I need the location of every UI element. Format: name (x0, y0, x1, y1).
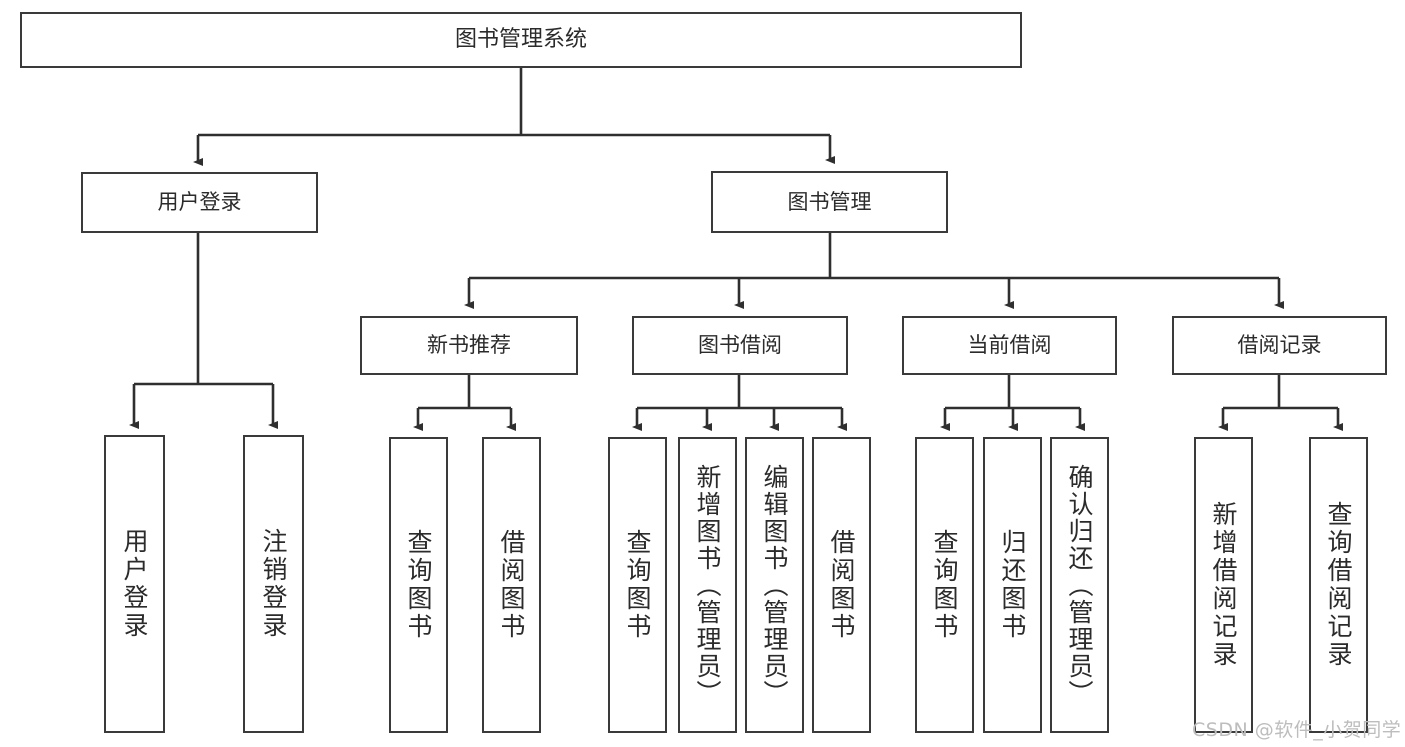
leaf-user-login[interactable]: 用户登录 (104, 435, 165, 733)
node-book-management[interactable]: 图书管理 (711, 171, 948, 233)
leaf-confirm-return-admin[interactable]: 确认归还（管理员） (1050, 437, 1109, 733)
watermark-text: CSDN @软件_小贺同学 (1192, 719, 1402, 741)
node-user-login[interactable]: 用户登录 (81, 172, 318, 233)
leaf-add-borrow-record[interactable]: 新增借阅记录 (1194, 437, 1253, 733)
node-label: 借阅图书 (497, 529, 526, 641)
leaf-borrow-book-recommendation[interactable]: 借阅图书 (482, 437, 541, 733)
node-label: 当前借阅 (967, 333, 1052, 358)
node-new-book-recommendation[interactable]: 新书推荐 (360, 316, 578, 375)
node-label: 查询图书 (404, 529, 433, 641)
node-label: 归还图书 (998, 529, 1027, 641)
node-label: 查询图书 (623, 529, 652, 641)
node-borrow-records[interactable]: 借阅记录 (1172, 316, 1387, 375)
node-label: 编辑图书（管理员） (760, 463, 789, 707)
node-label: 确认归还（管理员） (1065, 463, 1094, 707)
node-label: 查询图书 (930, 529, 959, 641)
node-label: 借阅记录 (1237, 333, 1322, 358)
node-book-borrowing[interactable]: 图书借阅 (632, 316, 848, 375)
leaf-query-book-borrowing[interactable]: 查询图书 (608, 437, 667, 733)
node-label: 图书借阅 (698, 333, 782, 358)
leaf-return-book[interactable]: 归还图书 (983, 437, 1042, 733)
leaf-borrow-book-borrowing[interactable]: 借阅图书 (812, 437, 871, 733)
node-label: 注销登录 (259, 528, 288, 640)
node-label: 图书管理系统 (454, 27, 587, 53)
leaf-add-book-admin[interactable]: 新增图书（管理员） (678, 437, 737, 733)
leaf-edit-book-admin[interactable]: 编辑图书（管理员） (745, 437, 804, 733)
node-root-book-management-system[interactable]: 图书管理系统 (20, 12, 1022, 68)
leaf-query-book-recommendation[interactable]: 查询图书 (389, 437, 448, 733)
node-current-borrowing[interactable]: 当前借阅 (902, 316, 1117, 375)
leaf-logout[interactable]: 注销登录 (243, 435, 304, 733)
node-label: 新增图书（管理员） (693, 463, 722, 707)
node-label: 用户登录 (120, 528, 149, 640)
leaf-query-borrow-record[interactable]: 查询借阅记录 (1309, 437, 1368, 733)
node-label: 用户登录 (157, 190, 242, 215)
leaf-query-book-current[interactable]: 查询图书 (915, 437, 974, 733)
node-label: 新书推荐 (427, 333, 511, 358)
node-label: 新增借阅记录 (1209, 501, 1238, 669)
node-label: 图书管理 (787, 189, 872, 214)
node-label: 查询借阅记录 (1324, 501, 1353, 669)
node-label: 借阅图书 (827, 529, 856, 641)
